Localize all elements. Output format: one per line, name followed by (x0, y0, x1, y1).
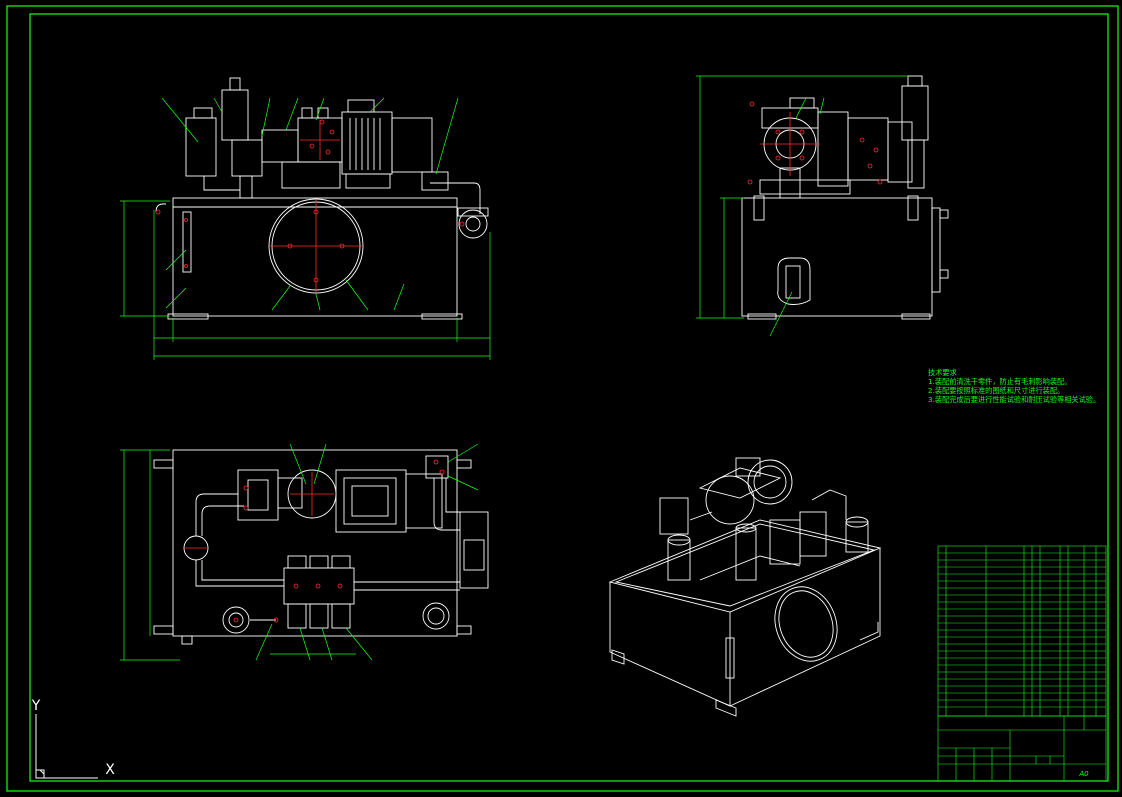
technical-requirement-2: 2.装配要按照标准的图纸和尺寸进行装配。 (928, 386, 1065, 395)
top-view-dimensions (120, 443, 479, 661)
side-view-dimensions (696, 75, 908, 337)
sheet-size: A0 (1078, 770, 1089, 778)
technical-requirements-title: 技术要求 (928, 368, 957, 377)
side-view-centerlines (747, 101, 883, 185)
top-view-centerlines (184, 459, 445, 623)
ucs-x-label: X (105, 762, 115, 778)
inner-frame (29, 13, 1109, 782)
ucs-icon (35, 714, 98, 779)
technical-requirement-3: 3.装配完成后要进行性能试验和耐压试验等相关试验。 (928, 395, 1101, 404)
front-view (155, 77, 489, 320)
front-view-dimensions (120, 97, 491, 360)
bill-of-materials (937, 545, 1107, 717)
outer-frame (6, 5, 1119, 792)
top-view (153, 449, 489, 645)
technical-requirements: 技术要求 1.装配前清洗干零件，防止有毛刺影响装配。 2.装配要按照标准的图纸和… (928, 368, 1100, 404)
bom-rows (938, 552, 1106, 708)
front-view-centerlines (155, 119, 465, 292)
technical-requirement-1: 1.装配前清洗干零件，防止有毛刺影响装配。 (928, 377, 1072, 386)
title-block (937, 715, 1107, 782)
isometric-view (608, 457, 882, 717)
ucs-y-label: Y (31, 698, 41, 714)
side-view (741, 75, 949, 320)
